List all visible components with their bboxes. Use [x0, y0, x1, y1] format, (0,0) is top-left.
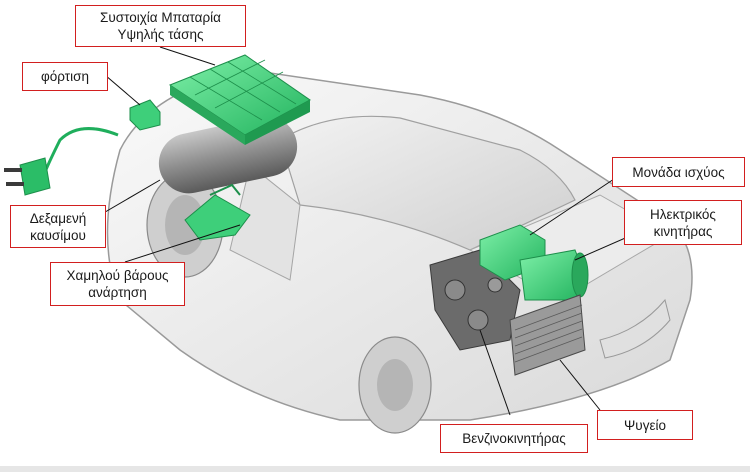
fuel-tank-label-line1: Δεξαμενή [29, 210, 87, 226]
petrol-engine-label-text: Βενζινοκινητήρας [462, 431, 566, 446]
charging-label-text: φόρτιση [41, 69, 89, 84]
fuel-tank-label: Δεξαμενή καυσίμου [10, 205, 106, 248]
charging-label: φόρτιση [22, 62, 108, 91]
power-unit-label: Μονάδα ισχύος [612, 157, 745, 187]
electric-motor-label: Ηλεκτρικός κινητήρας [624, 200, 742, 245]
petrol-engine-label: Βενζινοκινητήρας [440, 424, 588, 453]
battery-pack-graphic [168, 54, 311, 145]
suspension-graphic [184, 183, 251, 241]
charging-plug-icon [4, 127, 119, 196]
power-unit-label-text: Μονάδα ισχύος [632, 164, 725, 180]
suspension-label-line2: ανάρτηση [88, 285, 147, 300]
charger-graphic [129, 99, 161, 131]
battery-pack-label: Συστοιχία Μπαταρία Υψηλής τάσης [75, 5, 246, 47]
fuel-tank-label-line2: καυσίμου [30, 227, 86, 243]
battery-pack-label-line1: Συστοιχία Μπαταρία [100, 10, 221, 25]
electric-motor-graphic [519, 249, 589, 301]
suspension-label: Χαμηλού βάρους ανάρτηση [50, 262, 185, 306]
suspension-label-line1: Χαμηλού βάρους [66, 268, 169, 283]
radiator-graphic [509, 294, 586, 376]
radiator-label: Ψυγείο [597, 410, 693, 440]
leader-lines [99, 46, 656, 416]
battery-pack-label-line2: Υψηλής τάσης [117, 27, 204, 42]
bottom-divider [0, 466, 750, 472]
radiator-label-text: Ψυγείο [624, 417, 666, 433]
electric-motor-label-line2: κινητήρας [653, 223, 713, 239]
car-body [106, 69, 693, 434]
electric-motor-label-line1: Ηλεκτρικός [650, 206, 716, 222]
